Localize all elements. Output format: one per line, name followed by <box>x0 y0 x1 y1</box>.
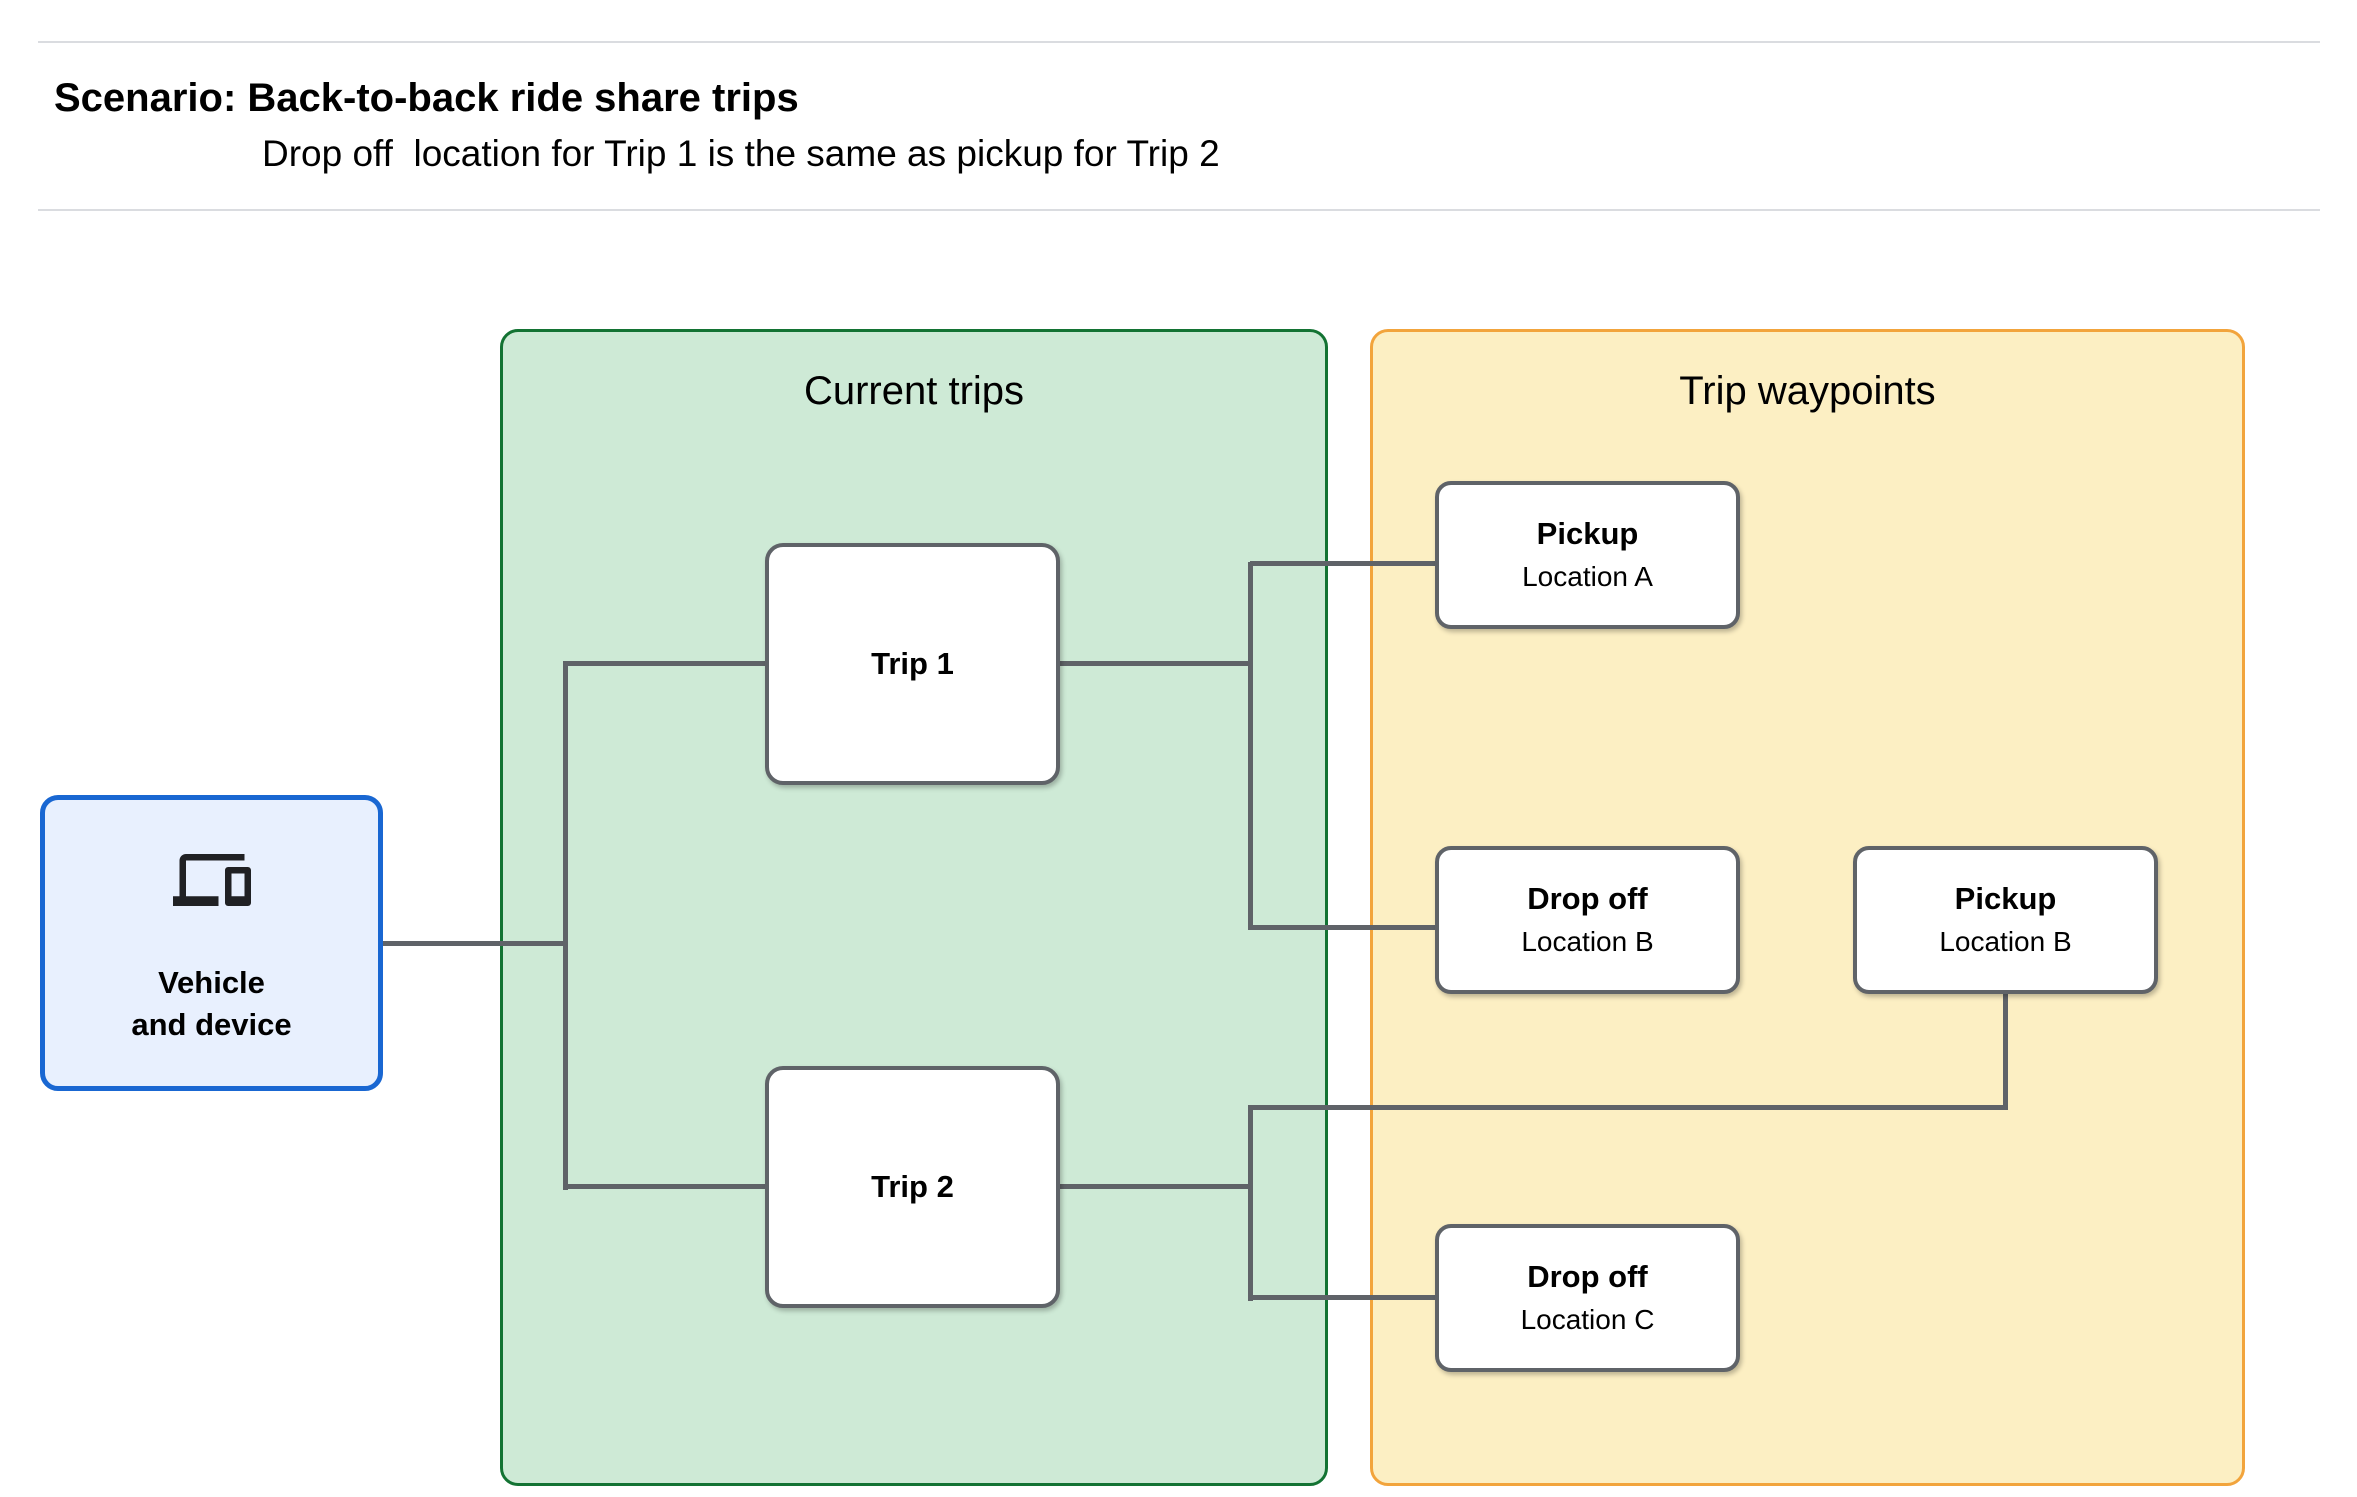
dropoff-b-type: Drop off <box>1527 881 1648 916</box>
node-trip-2: Trip 2 <box>765 1066 1060 1308</box>
node-pickup-location-b: Pickup Location B <box>1853 846 2158 994</box>
pickup-b-location: Location B <box>1939 926 2072 957</box>
panel-current-trips-title: Current trips <box>803 369 1025 413</box>
node-pickup-location-a: Pickup Location A <box>1435 481 1740 629</box>
vehicle-label-line2: and device <box>131 1007 292 1042</box>
pickup-a-type: Pickup <box>1536 516 1639 551</box>
pickup-a-location: Location A <box>1522 561 1653 592</box>
trip-1-label: Trip 1 <box>871 646 954 681</box>
node-dropoff-location-b: Drop off Location B <box>1435 846 1740 994</box>
connector-trips-branch-vertical <box>563 661 568 1190</box>
header-divider-bottom <box>38 209 2320 211</box>
header-divider-top <box>38 41 2320 43</box>
page-title: Scenario: Back-to-back ride share trips <box>54 76 799 120</box>
connector-pickup-a-in <box>1250 561 1435 566</box>
pickup-b-type: Pickup <box>1954 881 2057 916</box>
node-vehicle-and-device: Vehicle and device <box>40 795 383 1091</box>
connector-vehicle-out <box>383 941 567 946</box>
connector-pickup-b-vertical <box>2003 988 2008 1110</box>
page-subtitle: Drop off location for Trip 1 is the same… <box>262 133 1220 174</box>
vehicle-label: Vehicle and device <box>45 962 378 1046</box>
node-trip-1: Trip 1 <box>765 543 1060 785</box>
connector-trip2-out <box>1060 1184 1253 1189</box>
connector-dropoff-c-in <box>1248 1295 1435 1300</box>
devices-icon <box>172 854 251 906</box>
dropoff-c-location: Location C <box>1520 1304 1655 1335</box>
dropoff-b-location: Location B <box>1521 926 1654 957</box>
panel-current-trips: Current trips <box>500 329 1328 1486</box>
trip-2-label: Trip 2 <box>871 1169 954 1204</box>
connector-pickup-b-horizontal <box>1248 1105 2008 1110</box>
dropoff-c-type: Drop off <box>1527 1259 1648 1294</box>
connector-trip1-in <box>563 661 765 666</box>
node-dropoff-location-c: Drop off Location C <box>1435 1224 1740 1372</box>
connector-dropoff-b-in <box>1250 925 1435 930</box>
connector-trip2-in <box>563 1184 765 1189</box>
connector-trip1-waypoints-vertical <box>1248 562 1253 930</box>
connector-trip2-waypoints-vertical <box>1248 1105 1253 1301</box>
connector-trip1-out <box>1060 661 1253 666</box>
vehicle-label-line1: Vehicle <box>158 965 265 1000</box>
panel-trip-waypoints-title: Trip waypoints <box>1679 369 1936 413</box>
